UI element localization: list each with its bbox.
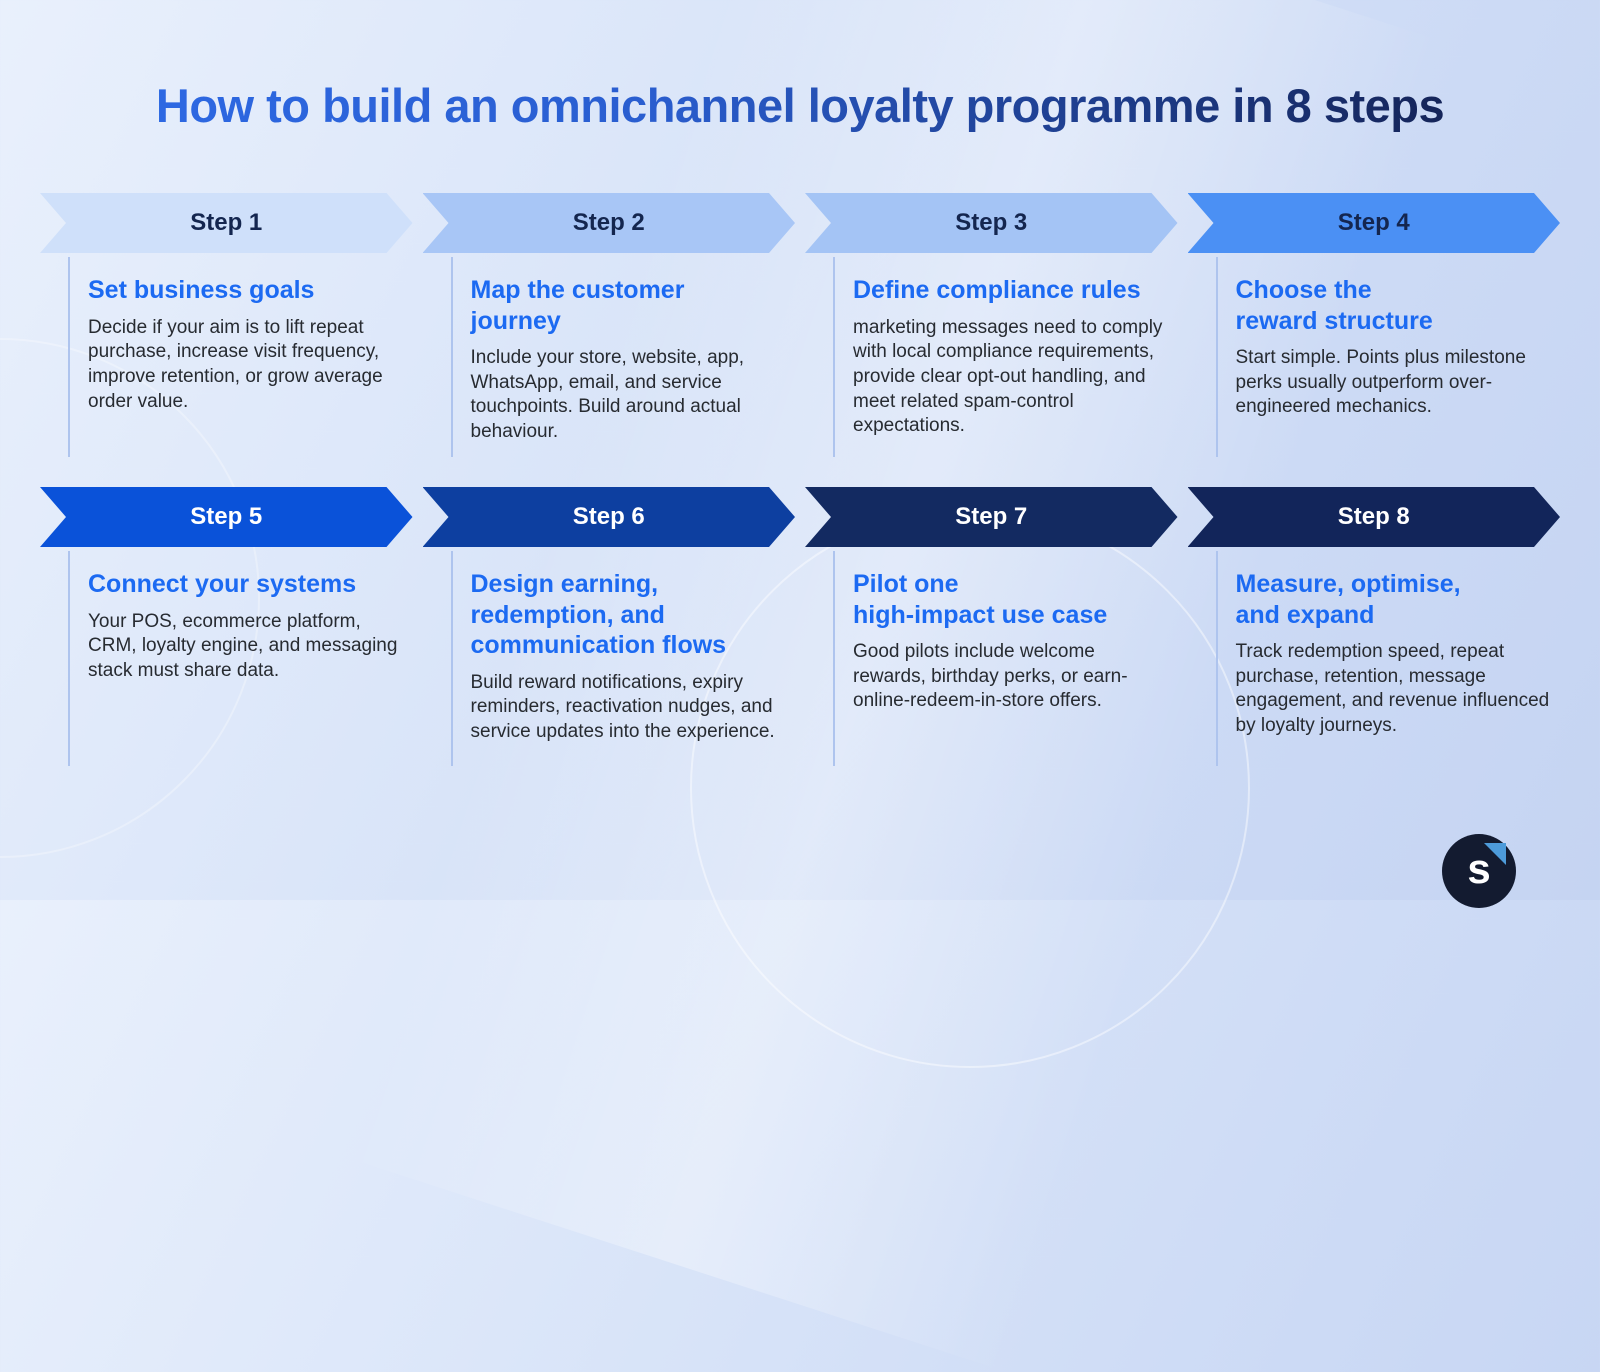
step-banner: Step 5: [40, 487, 413, 547]
step-banner-label: Step 7: [955, 503, 1028, 530]
step-banner: Step 6: [423, 487, 796, 547]
step-body: marketing messages need to comply with l…: [853, 316, 1163, 437]
step-text-block: Define compliance rules marketing messag…: [833, 257, 1178, 457]
logo-letter: s: [1467, 845, 1491, 892]
step-heading: Measure, optimise, and expand: [1235, 570, 1461, 629]
step-column-1: Step 1 Set business goals Decide if your…: [40, 193, 413, 457]
step-banner-label: Step 4: [1337, 209, 1410, 236]
steps-row-2: Step 5 Connect your systems Your POS, ec…: [40, 487, 1560, 766]
step-banner: Step 4: [1188, 193, 1561, 253]
step-banner-label: Step 3: [955, 209, 1028, 236]
step-banner-label: Step 5: [190, 503, 263, 530]
step-text-block: Design earning, redemption, and communic…: [450, 551, 796, 766]
step-heading: Set business goals: [88, 276, 315, 304]
step-body: Good pilots include welcome rewards, bir…: [853, 641, 1128, 712]
step-column-5: Step 5 Connect your systems Your POS, ec…: [40, 487, 413, 766]
step-heading: Connect your systems: [88, 570, 357, 598]
step-banner-label: Step 2: [572, 209, 645, 236]
step-body: Include your store, website, app, WhatsA…: [470, 347, 745, 443]
step-body: Decide if your aim is to lift repeat pur…: [88, 316, 383, 412]
step-text-block: Connect your systems Your POS, ecommerce…: [68, 551, 413, 766]
step-banner-label: Step 8: [1337, 503, 1410, 530]
step-column-7: Step 7 Pilot one high-impact use case Go…: [805, 487, 1178, 766]
step-banner: Step 3: [805, 193, 1178, 253]
step-heading: Design earning, redemption, and communic…: [470, 570, 727, 659]
sinch-logo: s: [1442, 834, 1516, 908]
step-banner: Step 1: [40, 193, 413, 253]
page-title: How to build an omnichannel loyalty prog…: [0, 78, 1600, 133]
step-column-3: Step 3 Define compliance rules marketing…: [805, 193, 1178, 457]
step-body: Your POS, ecommerce platform, CRM, loyal…: [88, 610, 398, 681]
step-heading: Choose the reward structure: [1235, 276, 1433, 335]
step-body: Start simple. Points plus milestone perk…: [1235, 347, 1526, 418]
steps-row-1: Step 1 Set business goals Decide if your…: [40, 193, 1560, 457]
step-body: Build reward notifications, expiry remin…: [470, 671, 775, 742]
step-text-block: Map the customer journey Include your st…: [450, 257, 796, 457]
step-banner: Step 7: [805, 487, 1178, 547]
step-text-block: Measure, optimise, and expand Track rede…: [1215, 551, 1561, 766]
step-banner-label: Step 1: [190, 209, 263, 236]
step-banner: Step 8: [1188, 487, 1561, 547]
step-text-block: Pilot one high-impact use case Good pilo…: [833, 551, 1178, 766]
step-text-block: Choose the reward structure Start simple…: [1215, 257, 1561, 457]
step-heading: Define compliance rules: [853, 276, 1141, 304]
step-column-4: Step 4 Choose the reward structure Start…: [1188, 193, 1561, 457]
step-column-8: Step 8 Measure, optimise, and expand Tra…: [1188, 487, 1561, 766]
step-column-6: Step 6 Design earning, redemption, and c…: [423, 487, 796, 766]
step-heading: Pilot one high-impact use case: [853, 570, 1108, 629]
step-banner-label: Step 6: [572, 503, 645, 530]
step-text-block: Set business goals Decide if your aim is…: [68, 257, 413, 457]
step-body: Track redemption speed, repeat purchase,…: [1235, 641, 1550, 737]
step-banner: Step 2: [423, 193, 796, 253]
step-heading: Map the customer journey: [470, 276, 685, 335]
step-column-2: Step 2 Map the customer journey Include …: [423, 193, 796, 457]
steps-grid: Step 1 Set business goals Decide if your…: [40, 193, 1560, 766]
